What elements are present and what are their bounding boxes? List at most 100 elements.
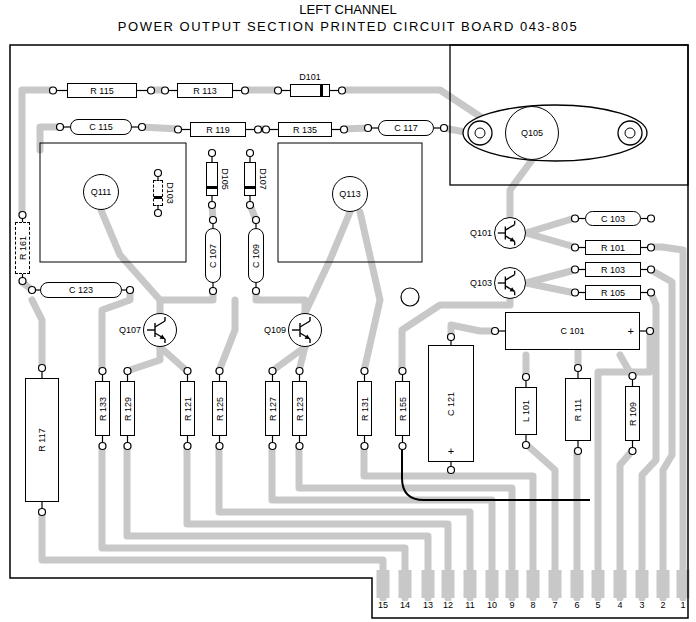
transistor-symbol: Q111 [83,174,119,210]
resistor-symbol: R 125 [212,381,227,436]
pin-number: 10 [486,601,498,610]
resistor-symbol: R 117 [25,378,59,502]
solder-pad [361,368,368,375]
part-label: R 115 [90,86,113,95]
edge-finger [486,570,499,598]
solder-pad [216,443,223,450]
edge-finger [506,570,519,598]
copper-trace [160,347,187,371]
board-outline [10,45,688,618]
part-label: R 133 [98,396,107,420]
capacitor-symbol: C 123 [40,282,122,298]
resistor-symbol: R 135 [278,122,332,137]
solder-pad [99,368,106,375]
diode-symbol: D105 [206,162,218,196]
solder-pad [29,287,36,294]
transistor-line [164,317,165,321]
mounting-hole [468,121,492,145]
solder-pad [629,373,636,380]
copper-trace [360,212,380,371]
solder-pad [275,87,282,94]
solder-pad [441,125,448,132]
solder-pad [448,467,455,474]
pin-number: 1 [679,601,686,610]
solder-pad [361,443,368,450]
part-label: D103 [165,182,174,204]
solder-pad [572,289,579,296]
solder-pad [39,365,46,372]
copper-traces [22,90,683,598]
heat-sink-outline [278,143,422,262]
copper-trace [32,300,42,368]
resistor-symbol: R 103 [585,262,641,277]
solder-pad [127,287,134,294]
copper-trace [142,127,178,129]
edge-finger [592,570,605,598]
copper-trace [256,291,305,313]
transistor-symbol: Q105 [505,106,559,160]
subtitle: POWER OUTPUT SECTION PRINTED CIRCUIT BOA… [118,20,578,33]
transistor-line [498,282,506,283]
capacitor-symbol: C 109 [248,228,264,283]
resistor-symbol: R 129 [120,381,135,436]
diode-band [320,85,323,96]
solder-pad [575,365,582,372]
solder-pad [269,443,276,450]
pin-number: 13 [422,601,434,610]
part-label: + [628,326,634,337]
solder-pad [575,448,582,455]
pin-number: 4 [616,601,623,610]
resistor-symbol: R 109 [625,386,640,441]
mounting-hole [625,128,635,138]
resistor-symbol: R 155 [395,381,410,436]
copper-trace [451,325,495,337]
solder-pad [209,202,216,209]
resistor-symbol: R 133 [95,381,110,436]
pin-number: 3 [638,601,645,610]
copper-trace [219,300,235,371]
transistor-glyph [495,268,525,298]
capacitor-symbol: C 107 [205,228,221,283]
part-label: R 105 [601,288,625,297]
copper-trace [40,127,60,150]
transistor-line [147,329,155,330]
resistor-symbol: R 131 [357,381,372,436]
part-label: R 103 [601,265,625,274]
solder-pad [448,334,455,341]
resistor-symbol: R 105 [585,285,641,300]
transistor-line [505,236,514,242]
solder-pad [339,87,346,94]
part-label: C 107 [209,243,218,267]
diode-band [245,186,255,189]
copper-trace [187,446,448,598]
edge-finger [657,570,670,598]
part-label: Q107 [119,326,141,335]
emitter-arrow [510,287,515,291]
resistor-symbol: R 111 [565,378,591,441]
heat-sink-outline [450,45,688,185]
solder-pad [648,289,655,296]
mounting-hole [618,121,642,145]
solder-pad [263,126,270,133]
emitter-arrow [305,335,311,339]
resistor-symbol: R 119 [190,122,246,137]
part-label: D105 [220,168,229,190]
transistor-glyph [144,314,176,346]
resistor-symbol: R 123 [292,381,307,436]
transistor-line [505,225,514,231]
part-label: R 119 [206,125,229,134]
part-label: C 123 [69,286,93,295]
capacitor-symbol: C 121+ [428,345,474,462]
part-label: R 117 [38,428,47,451]
part-label: Q111 [91,188,112,197]
capacitor-symbol: C 115 [70,119,132,135]
edge-connector [377,570,690,598]
solder-pad [365,125,372,132]
solder-pad [648,215,655,222]
diode-symbol: D101 [290,84,330,97]
solder-pad [139,124,146,131]
resistor-symbol: R 121 [180,381,195,436]
transistor-line [309,339,310,343]
copper-trace [42,512,383,598]
